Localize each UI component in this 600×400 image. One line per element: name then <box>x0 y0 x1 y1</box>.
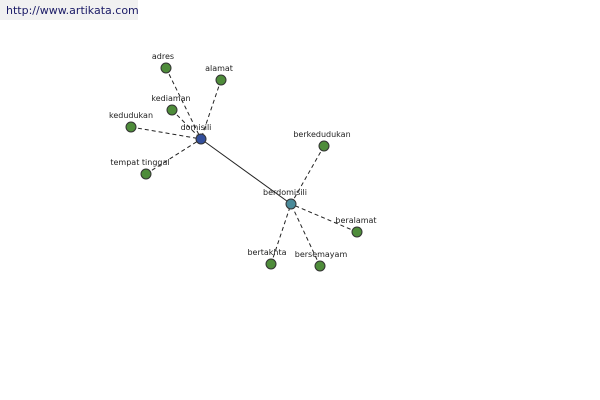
edge-domisili-adres <box>165 67 202 140</box>
hub-label-berdomisili[interactable]: berdomisili <box>263 188 307 197</box>
leaf-label-bertakhta[interactable]: bertakhta <box>247 248 286 257</box>
edge-berdomisili-beralamat <box>290 203 358 233</box>
hub-node-domisili[interactable] <box>195 133 207 145</box>
edge-berdomisili-bersemayam <box>290 203 321 267</box>
url-banner: http://www.artikata.com <box>0 0 139 20</box>
edge-domisili-berdomisili <box>200 138 292 205</box>
edge-domisili-alamat <box>200 79 222 140</box>
leaf-label-alamat[interactable]: alamat <box>205 64 233 73</box>
leaf-node-beralamat[interactable] <box>351 226 363 238</box>
hub-label-domisili[interactable]: domisili <box>181 123 212 132</box>
leaf-label-kediaman[interactable]: kediaman <box>151 94 190 103</box>
leaf-label-bersemayam[interactable]: bersemayam <box>295 250 348 259</box>
leaf-node-adres[interactable] <box>160 62 172 74</box>
leaf-node-kediaman[interactable] <box>166 104 178 116</box>
leaf-label-kedudukan[interactable]: kedudukan <box>109 111 153 120</box>
graph-edges <box>130 67 358 267</box>
leaf-node-bertakhta[interactable] <box>265 258 277 270</box>
leaf-node-berkedudukan[interactable] <box>318 140 330 152</box>
leaf-node-bersemayam[interactable] <box>314 260 326 272</box>
leaf-node-alamat[interactable] <box>215 74 227 86</box>
leaf-label-tempat-tinggal[interactable]: tempat tinggal <box>110 158 169 167</box>
edge-berdomisili-bertakhta <box>270 203 292 265</box>
graph-nodes: adres alamat kediaman kedudukan tempat tingg… <box>109 52 377 272</box>
leaf-label-beralamat[interactable]: beralamat <box>335 216 376 225</box>
leaf-node-kedudukan[interactable] <box>125 121 137 133</box>
leaf-label-berkedudukan[interactable]: berkedudukan <box>293 130 350 139</box>
site-url[interactable]: http://www.artikata.com <box>6 4 139 17</box>
edge-domisili-kedudukan <box>130 126 202 140</box>
leaf-label-adres[interactable]: adres <box>152 52 174 61</box>
leaf-node-tempat-tinggal[interactable] <box>140 168 152 180</box>
edge-domisili-tempat-tinggal <box>145 138 202 175</box>
hub-node-berdomisili[interactable] <box>285 198 297 210</box>
